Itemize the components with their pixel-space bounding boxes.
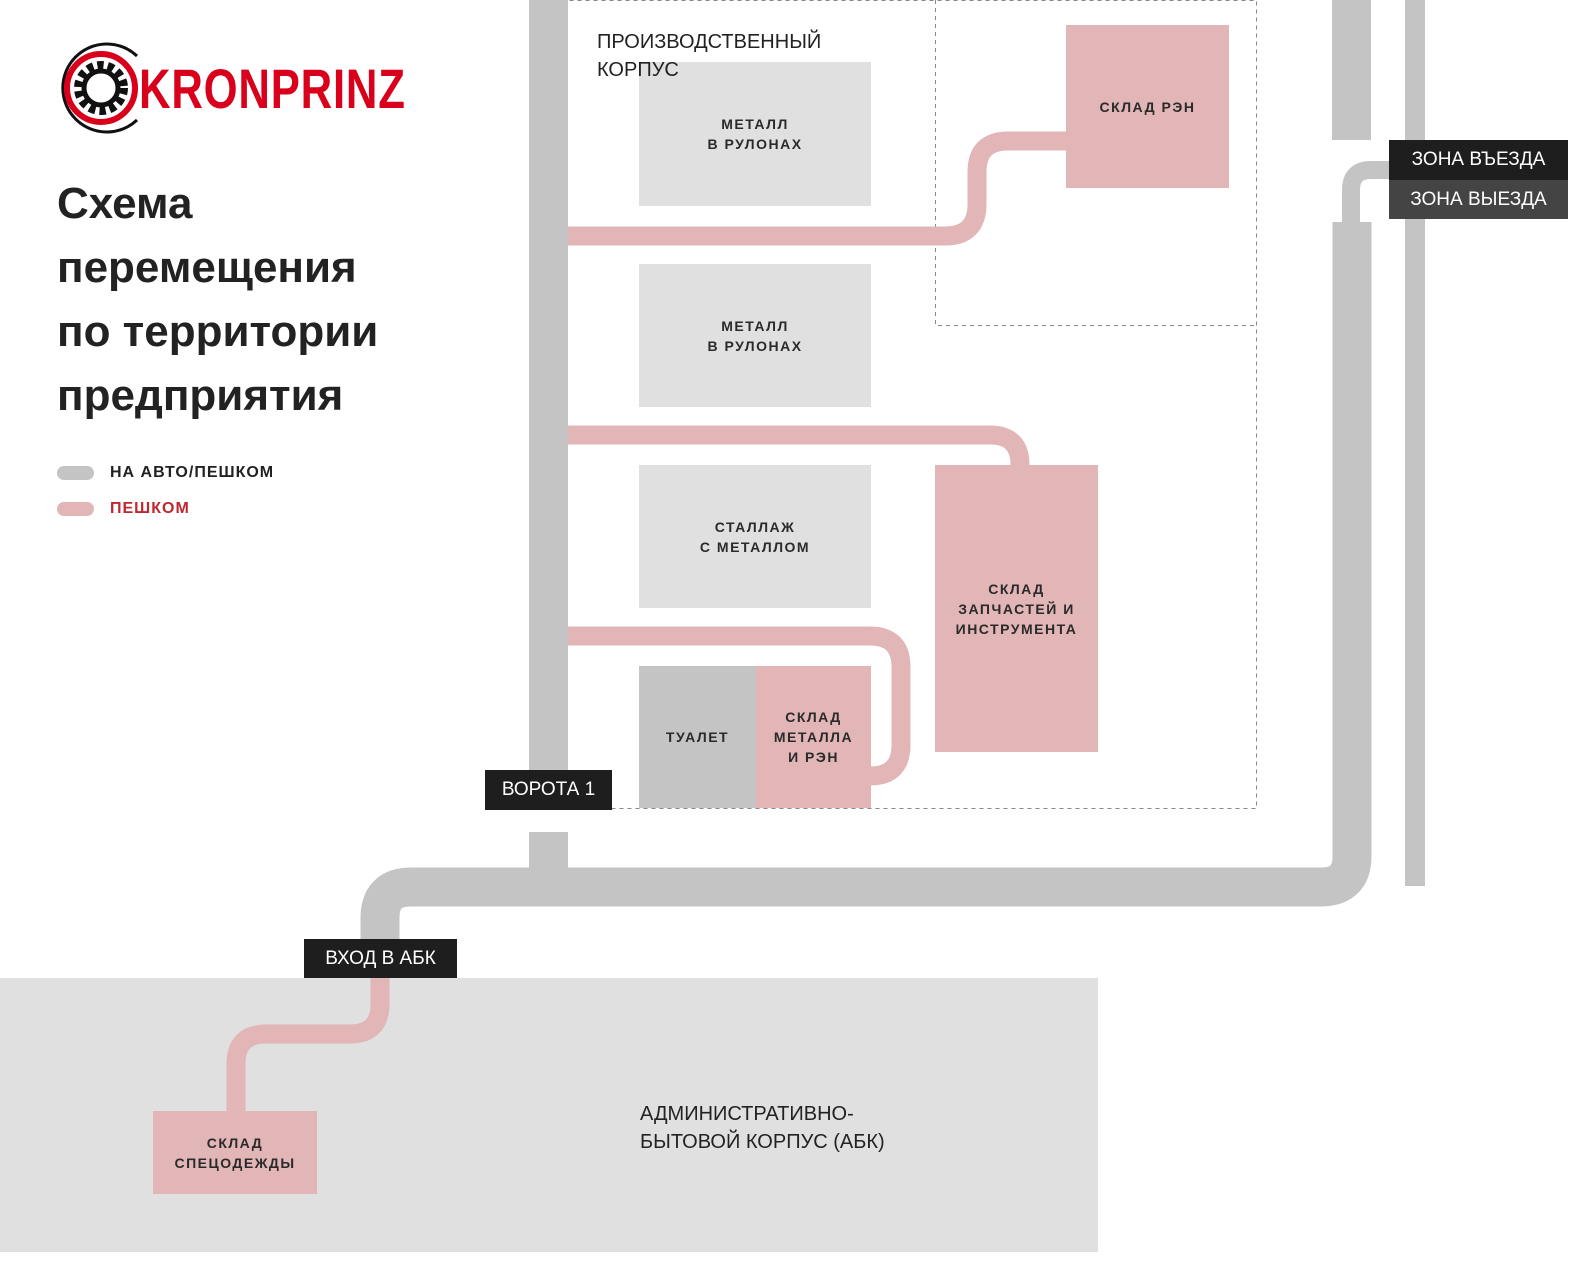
- road-vertical: [529, 0, 568, 770]
- gate-1-label: ВОРОТА 1: [485, 770, 612, 810]
- title-line: предприятия: [57, 371, 344, 420]
- road-top-right: [1332, 0, 1371, 140]
- title-line: по территории: [57, 307, 379, 356]
- logo: KRONPRINZ: [57, 42, 405, 134]
- road-swatch: [57, 466, 94, 480]
- legend-label: ПЕШКОМ: [110, 500, 190, 517]
- metal-rack: СТАЛЛАЖ С МЕТАЛЛОМ: [639, 465, 871, 608]
- exit-zone-label: ЗОНА ВЫЕЗДА: [1389, 180, 1568, 219]
- legend-label: НА АВТО/ПЕШКОМ: [110, 464, 275, 481]
- walk-route-ren: [568, 131, 1066, 246]
- title-line: перемещения: [57, 243, 357, 292]
- production-label: ПРОИЗВОДСТВЕННЫЙ КОРПУС: [597, 31, 822, 81]
- toilet: ТУАЛЕТ: [639, 666, 756, 808]
- metal-coils-1: МЕТАЛЛ В РУЛОНАХ: [639, 62, 871, 206]
- road-side: [1405, 0, 1425, 886]
- parts-store: СКЛАД ЗАПЧАСТЕЙ И ИНСТРУМЕНТА: [935, 465, 1098, 752]
- abk-entry-label: ВХОД В АБК: [304, 939, 457, 978]
- logo-text: KRONPRINZ: [139, 57, 406, 120]
- abk-label: АДМИНИСТРАТИВНО- БЫТОВОЙ КОРПУС (АБК): [640, 1103, 885, 1153]
- road-turn: [1342, 161, 1392, 222]
- ren-zone-outline: [935, 0, 1256, 326]
- metal-ren-store: СКЛАД МЕТАЛЛА И РЭН: [756, 666, 871, 808]
- road-gate: [529, 832, 568, 872]
- walk-route-metal: [568, 626, 911, 786]
- metal-coils-2: МЕТАЛЛ В РУЛОНАХ: [639, 264, 871, 407]
- legend-road: НА АВТО/ПЕШКОМ: [57, 464, 274, 482]
- entry-zone-label: ЗОНА ВЪЕЗДА: [1389, 140, 1568, 180]
- title-line: Схема: [57, 179, 193, 228]
- walk-route-parts: [568, 425, 1030, 466]
- gear-logo-icon: [61, 42, 139, 134]
- road-main: [360, 222, 1372, 940]
- page-title: Схема перемещения по территории предприя…: [57, 172, 477, 428]
- walk-swatch: [57, 502, 94, 516]
- ren-store: СКЛАД РЭН: [1066, 25, 1229, 188]
- workwear-store: СКЛАД СПЕЦОДЕЖДЫ: [153, 1111, 317, 1194]
- walk-route-workwear: [226, 978, 390, 1111]
- legend-walk: ПЕШКОМ: [57, 500, 190, 518]
